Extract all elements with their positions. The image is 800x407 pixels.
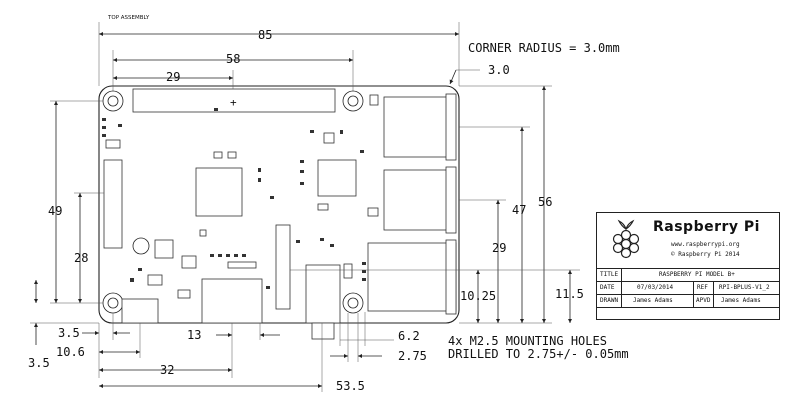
svg-text:85: 85 <box>258 28 272 42</box>
dim-10-6: 10.6 <box>56 323 141 359</box>
camera-connector <box>275 224 291 310</box>
svg-text:6.2: 6.2 <box>398 329 420 343</box>
soc-chip <box>195 167 243 217</box>
ethernet-port <box>367 239 457 315</box>
brand-url: www.raspberrypi.org <box>671 241 740 248</box>
svg-text:11.5: 11.5 <box>555 287 584 301</box>
svg-text:2.75: 2.75 <box>398 349 427 363</box>
dim-2-75: 2.75 <box>330 313 427 363</box>
mounting-hole-bottom-left <box>102 292 124 314</box>
svg-text:58: 58 <box>226 52 240 66</box>
micro-usb-power <box>121 298 159 324</box>
title-block: Raspberry Pi www.raspberrypi.org © Raspb… <box>596 212 780 320</box>
top-assembly-label: TOP ASSEMBLY <box>107 15 150 21</box>
dim-58: 58 <box>112 50 354 91</box>
dim-49: 49 <box>48 100 103 304</box>
title-block-header: Raspberry Pi www.raspberrypi.org © Raspb… <box>597 213 779 269</box>
brand-copyright: © Raspberry Pi 2014 <box>671 251 740 258</box>
dim-29-gpio: 29 <box>113 70 234 89</box>
lan-chip <box>317 159 357 197</box>
dim-85: 85 <box>98 22 460 86</box>
svg-text:29: 29 <box>166 70 180 84</box>
usb-port-2 <box>383 166 457 234</box>
drawn-row: DRAWN James Adams APVD James Adams <box>597 294 779 308</box>
raspberry-logo-icon <box>612 219 640 259</box>
mounting-hole-top-right <box>342 90 364 112</box>
mounting-hole-bottom-right <box>342 292 364 314</box>
corner-radius-note: CORNER RADIUS = 3.0mm <box>468 41 620 55</box>
audio-jack <box>305 264 341 324</box>
svg-text:56: 56 <box>538 195 552 209</box>
mounting-note-line1: 4x M2.5 MOUNTING HOLES <box>448 334 607 348</box>
svg-text:47: 47 <box>512 203 526 217</box>
usb-port-1 <box>383 93 457 161</box>
dim-28: 28 <box>74 192 104 303</box>
mounting-note-line2: DRILLED TO 2.75+/- 0.05mm <box>448 347 629 361</box>
title-row: TITLE RASPBERRY PI MODEL B+ <box>597 268 779 282</box>
svg-text:3.5: 3.5 <box>58 326 80 340</box>
mounting-hole-top-left <box>102 90 124 112</box>
svg-text:13: 13 <box>187 328 201 342</box>
dim-32: 32 <box>99 363 232 377</box>
svg-text:32: 32 <box>160 363 174 377</box>
brand-name: Raspberry Pi <box>653 219 760 235</box>
dim-13: 13 <box>187 323 280 378</box>
svg-text:+: + <box>230 96 237 109</box>
gpio-header <box>132 88 336 113</box>
corner-radius-value: 3.0 <box>488 63 510 77</box>
svg-text:49: 49 <box>48 204 62 218</box>
dim-53-5: 53.5 <box>99 323 365 393</box>
display-connector <box>103 159 123 249</box>
dim-29-usb: 29 <box>459 199 506 323</box>
dim-11-5: 11.5 <box>555 270 584 323</box>
smd-pads <box>102 108 366 289</box>
crystal <box>132 237 150 255</box>
dim-47: 47 <box>459 126 530 323</box>
svg-text:53.5: 53.5 <box>336 379 365 393</box>
dim-10-25: 10.25 <box>290 269 580 323</box>
svg-text:28: 28 <box>74 251 88 265</box>
hdmi-port <box>201 278 263 324</box>
date-row: DATE 07/03/2014 REF RPI-BPLUS-V1_2 <box>597 281 779 295</box>
dim-56: 56 <box>459 85 552 324</box>
svg-text:29: 29 <box>492 241 506 255</box>
dim-6-2: 6.2 <box>339 312 420 346</box>
svg-text:3.5: 3.5 <box>28 356 50 370</box>
dim-3-5-vertical: 3.5 <box>28 280 99 370</box>
svg-text:10.6: 10.6 <box>56 345 85 359</box>
svg-text:10.25: 10.25 <box>460 289 496 303</box>
board-outline <box>98 85 460 324</box>
